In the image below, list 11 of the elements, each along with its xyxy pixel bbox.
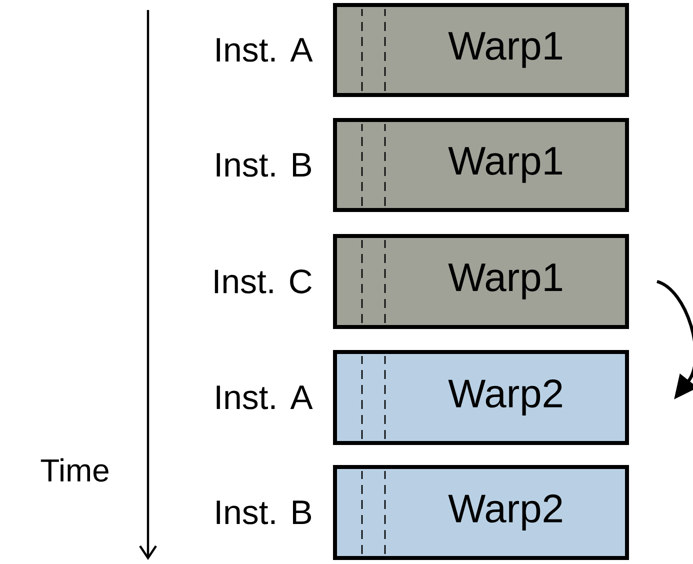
warp-box: Warp1 — [333, 3, 629, 97]
warp-box: Warp2 — [333, 350, 629, 445]
axis-label: Time — [40, 458, 108, 482]
instruction-label: Inst. A — [216, 38, 313, 62]
instruction-label: Inst. C — [214, 270, 312, 294]
instruction-label: Inst. B — [216, 500, 312, 524]
warp-box: Warp1 — [333, 118, 629, 212]
instruction-label: Inst. B — [216, 153, 312, 177]
warp-box: Warp2 — [333, 464, 629, 560]
warp-box: Warp1 — [333, 234, 629, 329]
instruction-label: Inst. A — [216, 386, 313, 410]
